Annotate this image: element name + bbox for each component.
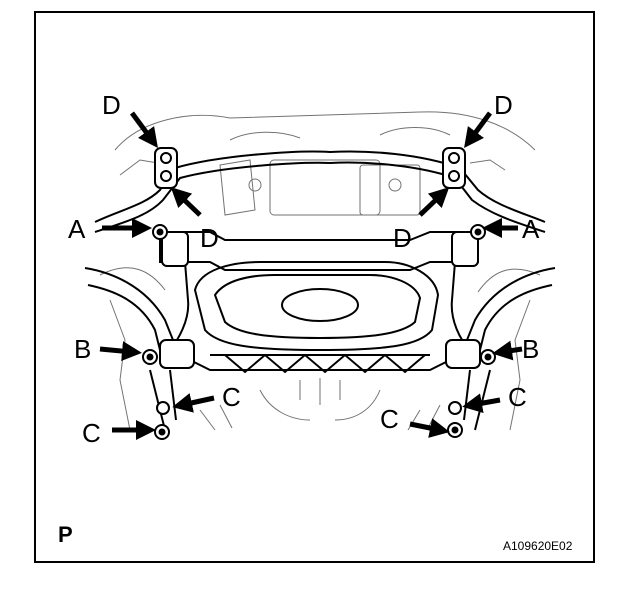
arrow-c-left-upper [172, 393, 215, 413]
bolt-c-left-lower [154, 424, 170, 440]
callout-a-left: A [68, 214, 86, 244]
callout-c-right-upper: C [508, 382, 527, 412]
callout-d-mid-left: D [200, 223, 219, 253]
callout-c-left-lower: C [82, 418, 101, 448]
bolt-b-left [142, 349, 158, 365]
arrow-b-right [492, 340, 523, 361]
arrow-d-mid-left [170, 187, 202, 217]
oil-pan [193, 261, 440, 352]
bolt-c-left-upper [156, 401, 170, 415]
crossmember [159, 231, 479, 374]
page-marker: P [58, 522, 73, 547]
callout-c-right-lower: C [380, 404, 399, 434]
bolt-a-left [152, 224, 168, 240]
arrow-c-right-upper [462, 393, 501, 414]
bolt-c-right-upper [448, 401, 462, 415]
callout-d-top-left: D [102, 90, 121, 120]
arrow-d-top-right [464, 111, 493, 149]
bolt-d-right [448, 152, 460, 182]
callout-a-right: A [522, 214, 540, 244]
arrow-d-mid-right [418, 187, 450, 217]
arrow-b-left [99, 341, 142, 362]
figure-id: A109620E02 [503, 539, 573, 553]
bolt-a-right [470, 224, 486, 240]
bolt-b-right [480, 349, 496, 365]
callout-b-right: B [522, 334, 540, 364]
arrow-c-right-lower [409, 418, 450, 438]
figure-frame [34, 11, 595, 563]
stabilizer-bar [94, 150, 546, 233]
callout-b-left: B [74, 334, 92, 364]
arrow-d-top-left [129, 111, 158, 149]
callout-d-top-right: D [494, 90, 513, 120]
callout-d-mid-right: D [393, 223, 412, 253]
mount-bushings [159, 231, 481, 369]
bolt-d-left [160, 152, 172, 182]
callout-c-left-upper: C [222, 382, 241, 412]
bolt-c-right-lower [447, 422, 463, 438]
lower-arms [84, 267, 556, 431]
